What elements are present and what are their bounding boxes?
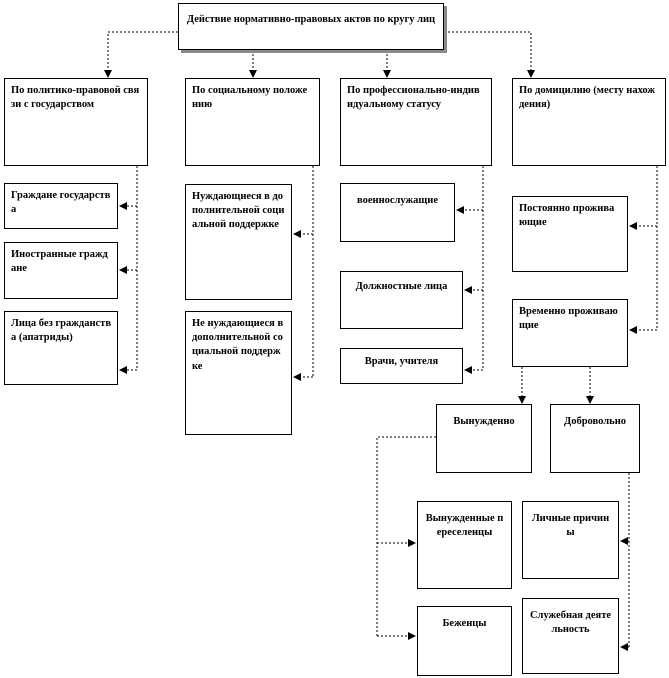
item-stateless-label: Лица без гражданства (апатриды)	[11, 318, 111, 344]
item-forced-migrants: Вынужденные переселенцы	[417, 501, 512, 589]
item-permanent-residents-label: Постоянно проживающие	[519, 203, 615, 229]
item-temporary-residents-label: Временно проживающие	[519, 306, 618, 332]
item-voluntary-label: Добровольно	[563, 416, 626, 427]
connector-root-political	[104, 31, 178, 78]
item-military-label: военнослужащие	[357, 195, 438, 206]
category-social: По социальному положению	[185, 78, 320, 166]
item-foreign: Иностранные граждане	[4, 242, 118, 299]
item-refugees-label: Беженцы	[442, 618, 487, 629]
category-domicile-label: По домицилию (месту нахождения)	[519, 85, 656, 111]
item-military: военнослужащие	[340, 183, 455, 242]
category-political: По политико-правовой связи с государство…	[4, 78, 148, 166]
item-foreign-label: Иностранные граждане	[11, 249, 108, 275]
item-needing-support: Нуждающиеся в дополнительной социальной …	[185, 184, 292, 300]
item-citizens-label: Граждане государства	[11, 190, 111, 216]
item-personal-reasons-label: Личные причины	[531, 513, 610, 539]
item-forced-label: Вынужденно	[453, 416, 515, 427]
item-forced: Вынужденно	[436, 404, 532, 473]
connector-root-domicile	[444, 31, 535, 78]
category-professional-label: По профессионально-индивидуальному стату…	[347, 85, 480, 111]
item-stateless: Лица без гражданства (апатриды)	[4, 311, 118, 385]
item-officials-label: Должностные лица	[355, 281, 448, 292]
category-political-label: По политико-правовой связи с государство…	[11, 85, 140, 111]
item-not-needing-support-label: Не нуждающиеся в дополнительной социальн…	[192, 318, 284, 372]
item-officials: Должностные лица	[340, 271, 463, 329]
item-personal-reasons: Личные причины	[522, 501, 619, 579]
category-domicile: По домицилию (месту нахождения)	[512, 78, 666, 166]
root-label: Действие нормативно-правовых актов по кр…	[186, 14, 436, 25]
item-citizens: Граждане государства	[4, 183, 118, 229]
item-service-activity: Служебная деятельность	[522, 598, 619, 674]
item-needing-support-label: Нуждающиеся в дополнительной социальной …	[192, 191, 285, 231]
item-not-needing-support: Не нуждающиеся в дополнительной социальн…	[185, 311, 292, 435]
item-temporary-residents: Временно проживающие	[512, 299, 628, 367]
item-doctors-teachers-label: Врачи, учителя	[364, 356, 439, 367]
item-service-activity-label: Служебная деятельность	[529, 610, 612, 636]
item-refugees: Беженцы	[417, 606, 512, 676]
item-forced-migrants-label: Вынужденные переселенцы	[425, 513, 504, 539]
item-doctors-teachers: Врачи, учителя	[340, 348, 463, 384]
category-social-label: По социальному положению	[192, 85, 308, 111]
root-node: Действие нормативно-правовых актов по кр…	[178, 3, 444, 50]
item-permanent-residents: Постоянно проживающие	[512, 196, 628, 272]
category-professional: По профессионально-индивидуальному стату…	[340, 78, 492, 166]
item-voluntary: Добровольно	[550, 404, 640, 473]
